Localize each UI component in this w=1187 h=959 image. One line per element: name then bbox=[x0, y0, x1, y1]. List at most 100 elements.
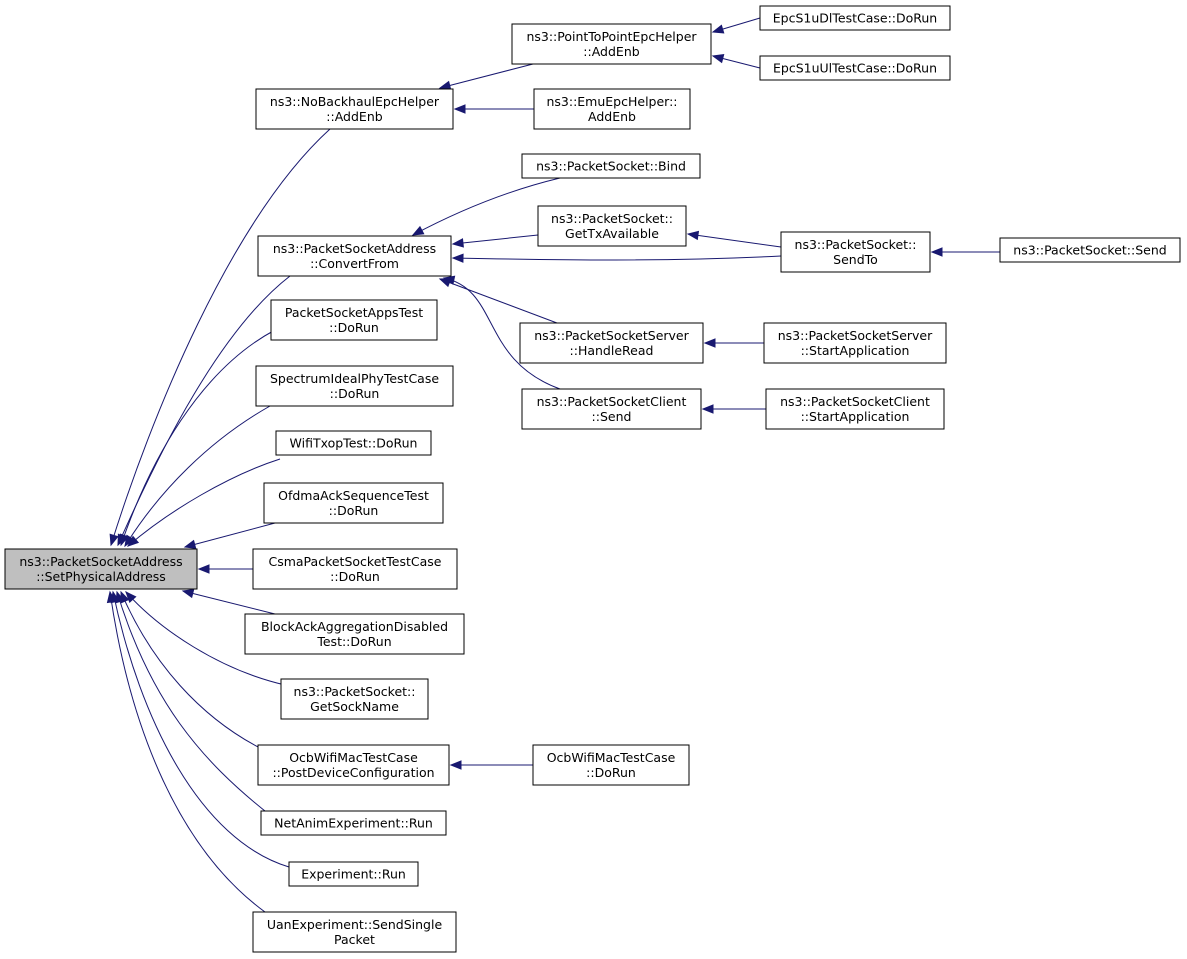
node-label-line: ::DoRun bbox=[329, 320, 379, 335]
edge-arrowhead bbox=[106, 590, 117, 604]
edge-arrowhead bbox=[125, 590, 137, 603]
edge-line bbox=[110, 128, 331, 546]
edge-uan-to-root bbox=[106, 590, 266, 913]
node-label-line: Packet bbox=[334, 932, 375, 947]
node-ofdma[interactable]: OfdmaAckSequenceTest::DoRun bbox=[263, 482, 444, 524]
node-spectrum[interactable]: SpectrumIdealPhyTestCase::DoRun bbox=[255, 365, 454, 407]
node-label-line: ::PostDeviceConfiguration bbox=[272, 765, 434, 780]
node-appstest[interactable]: PacketSocketAppsTest::DoRun bbox=[270, 299, 438, 341]
node-handleread[interactable]: ns3::PacketSocketServer::HandleRead bbox=[519, 322, 704, 364]
node-box bbox=[537, 205, 687, 247]
node-experiment[interactable]: Experiment::Run bbox=[288, 861, 419, 887]
node-label-line: ns3::PacketSocket::Bind bbox=[536, 159, 686, 174]
edge-arrowhead bbox=[126, 535, 140, 547]
node-box bbox=[275, 430, 432, 456]
edge-arrowhead bbox=[451, 238, 464, 248]
node-label-line: ns3::EmuEpcHelper:: bbox=[546, 94, 677, 109]
node-emu[interactable]: ns3::EmuEpcHelper::AddEnb bbox=[533, 88, 691, 130]
node-box bbox=[260, 810, 447, 836]
node-box bbox=[780, 231, 931, 273]
node-label-line: ns3::NoBackhaulEpcHelper bbox=[270, 94, 440, 109]
node-label-line: ::AddEnb bbox=[326, 109, 382, 124]
node-box bbox=[533, 88, 691, 130]
node-box bbox=[263, 482, 444, 524]
edge-arrowhead bbox=[442, 275, 456, 285]
node-label-line: BlockAckAggregationDisabled bbox=[261, 619, 448, 634]
node-label-line: ::StartApplication bbox=[801, 409, 910, 424]
node-label-line: OfdmaAckSequenceTest bbox=[278, 488, 429, 503]
edge-clientsend-to-convert bbox=[442, 275, 561, 390]
edge-emu-to-nobackhaul bbox=[453, 104, 534, 114]
edge-line bbox=[687, 233, 782, 248]
node-csma[interactable]: CsmaPacketSocketTestCase::DoRun bbox=[252, 548, 458, 590]
node-label-line: ::AddEnb bbox=[583, 44, 639, 59]
node-label-line: ::HandleRead bbox=[570, 343, 654, 358]
node-label-line: EpcS1uDlTestCase::DoRun bbox=[773, 11, 937, 26]
edge-line bbox=[116, 591, 271, 816]
node-label-line: PacketSocketAppsTest bbox=[285, 305, 423, 320]
node-clientstart[interactable]: ns3::PacketSocketClient::StartApplicatio… bbox=[765, 388, 945, 430]
node-box bbox=[252, 911, 457, 953]
node-label-line: ns3::PacketSocketServer bbox=[534, 328, 689, 343]
edge-gettx-to-convert bbox=[451, 234, 539, 248]
node-gettx[interactable]: ns3::PacketSocket::GetTxAvailable bbox=[537, 205, 687, 247]
edge-line bbox=[452, 234, 539, 245]
edge-handleread-to-convert bbox=[438, 278, 558, 324]
node-label-line: ns3::PacketSocketAddress bbox=[273, 241, 436, 256]
node-label-line: ns3::PacketSocketClient bbox=[780, 394, 930, 409]
edge-line bbox=[184, 522, 276, 548]
edge-arrowhead bbox=[701, 404, 714, 414]
edge-arrowhead bbox=[181, 588, 195, 599]
node-label-line: ns3::PointToPointEpcHelper bbox=[526, 29, 697, 44]
node-serverstart[interactable]: ns3::PacketSocketServer::StartApplicatio… bbox=[763, 322, 947, 364]
node-label-line: ns3::PacketSocketServer bbox=[778, 328, 933, 343]
node-bind[interactable]: ns3::PacketSocket::Bind bbox=[521, 153, 701, 179]
node-getsockname[interactable]: ns3::PacketSocket::GetSockName bbox=[280, 678, 429, 720]
edge-ul-to-ptp bbox=[711, 54, 761, 69]
node-nobackhaul[interactable]: ns3::NoBackhaulEpcHelper::AddEnb bbox=[255, 88, 454, 130]
edge-arrowhead bbox=[930, 247, 943, 257]
node-label-line: ns3::PacketSocket:: bbox=[795, 237, 917, 252]
node-ul[interactable]: EpcS1uUlTestCase::DoRun bbox=[759, 55, 951, 81]
node-label-line: WifiTxopTest::DoRun bbox=[290, 436, 418, 451]
node-wifitxop[interactable]: WifiTxopTest::DoRun bbox=[275, 430, 432, 456]
node-convert[interactable]: ns3::PacketSocketAddress::ConvertFrom bbox=[257, 235, 452, 277]
nodes-layer: ns3::PacketSocketAddress::SetPhysicalAdd… bbox=[4, 5, 1181, 953]
edge-line bbox=[452, 255, 782, 261]
edge-bind-to-convert bbox=[411, 177, 561, 236]
edge-wifitxop-to-root bbox=[126, 458, 281, 547]
node-label-line: ns3::PacketSocket::Send bbox=[1013, 243, 1166, 258]
node-sendto[interactable]: ns3::PacketSocket::SendTo bbox=[780, 231, 931, 273]
node-label-line: ::DoRun bbox=[586, 765, 636, 780]
node-box bbox=[255, 365, 454, 407]
node-ptp[interactable]: ns3::PointToPointEpcHelper::AddEnb bbox=[511, 23, 712, 65]
node-dl[interactable]: EpcS1uDlTestCase::DoRun bbox=[759, 5, 951, 31]
node-label-line: ns3::PacketSocketAddress bbox=[19, 554, 182, 569]
edges-layer bbox=[106, 17, 1000, 913]
edge-arrowhead bbox=[711, 24, 725, 34]
node-clientsend[interactable]: ns3::PacketSocketClient::Send bbox=[521, 388, 702, 430]
edge-nobackhaul-to-root bbox=[109, 128, 331, 547]
node-root[interactable]: ns3::PacketSocketAddress::SetPhysicalAdd… bbox=[4, 548, 198, 590]
node-send[interactable]: ns3::PacketSocket::Send bbox=[999, 237, 1181, 263]
node-box bbox=[257, 235, 452, 277]
node-label-line: EpcS1uUlTestCase::DoRun bbox=[773, 61, 937, 76]
edge-arrowhead bbox=[438, 80, 452, 90]
node-label-line: CsmaPacketSocketTestCase bbox=[268, 554, 441, 569]
node-box bbox=[255, 88, 454, 130]
node-ocbdorun[interactable]: OcbWifiMacTestCase::DoRun bbox=[532, 744, 690, 786]
node-netanim[interactable]: NetAnimExperiment::Run bbox=[260, 810, 447, 836]
node-box bbox=[288, 861, 419, 887]
edge-arrowhead bbox=[453, 104, 466, 114]
node-ocbpost[interactable]: OcbWifiMacTestCase::PostDeviceConfigurat… bbox=[257, 744, 450, 786]
edge-line bbox=[182, 590, 276, 615]
edge-line bbox=[109, 591, 266, 913]
edge-line bbox=[124, 405, 271, 547]
edge-send-to-sendto bbox=[930, 247, 1000, 257]
edge-blockack-to-root bbox=[181, 588, 276, 615]
node-label-line: ::DoRun bbox=[329, 503, 379, 518]
node-box bbox=[519, 322, 704, 364]
